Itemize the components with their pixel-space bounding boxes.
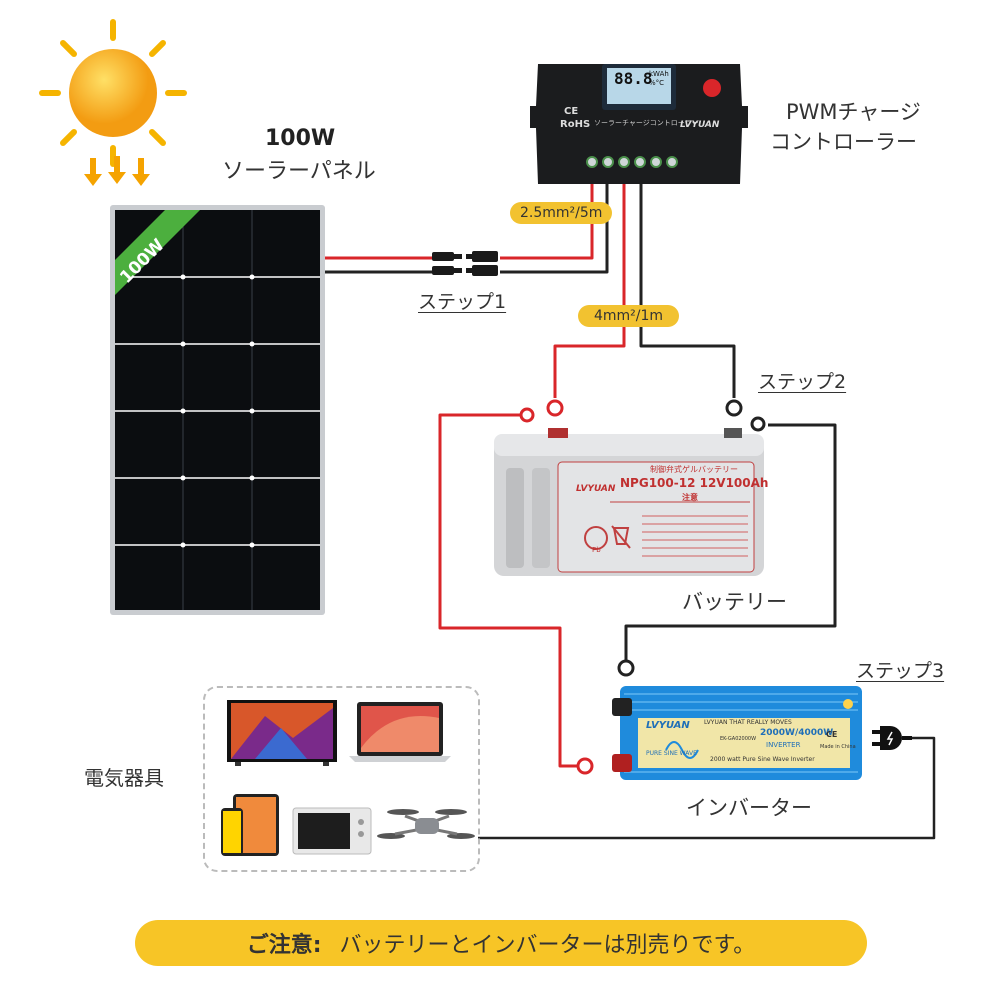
battery-red-wire: [553, 178, 626, 398]
appliances-label: 電気器具: [84, 766, 164, 790]
battery-model: NPG100-12 12V100Ah: [620, 476, 769, 490]
drone-icon: [377, 809, 475, 839]
sun-icon: [39, 19, 187, 186]
controller-label-line1: PWMチャージ: [786, 100, 921, 124]
note-title: ご注意:: [246, 933, 322, 958]
solar-panel-label: ソーラーパネル: [222, 159, 376, 184]
mc4-connectors: [432, 251, 498, 276]
battery-label: バッテリー: [682, 590, 787, 614]
inverter-red-wire: [438, 413, 578, 768]
laptop-icon: [349, 702, 451, 762]
inverter-made-in: Made in China: [820, 744, 856, 750]
battery-caution: 注意: [682, 493, 698, 502]
step-3-label: ステップ3: [856, 660, 945, 682]
inverter-black-wire: [624, 423, 837, 660]
controller-lcd-units: kWAh %°C: [649, 70, 669, 87]
battery-brand: LVYUAN: [576, 484, 616, 494]
controller-brand: LVYUAN: [680, 120, 720, 130]
panel-cable-spec: 2.5mm²/5m: [510, 202, 613, 224]
appliance-cable: [478, 736, 936, 840]
note-text: バッテリーとインバーターは別売りです。: [339, 933, 756, 958]
tv-icon: [227, 700, 337, 766]
battery-type-text: 制御弁式ゲルバッテリー: [650, 465, 738, 474]
solar-panel-power: 100W: [265, 126, 336, 151]
inverter-ce-mark: CE: [826, 730, 838, 739]
plug-icon: [872, 726, 912, 750]
ring-terminals: [519, 399, 766, 775]
inverter-bottom-text: 2000 watt Pure Sine Wave Inverter: [710, 756, 815, 763]
inverter-subtitle: INVERTER: [766, 741, 801, 749]
battery-cable-spec: 4mm²/1m: [578, 305, 680, 327]
controller-ce-mark: CE: [564, 106, 579, 117]
battery-pb-symbol: Pb: [592, 546, 601, 554]
microwave-icon: [292, 807, 372, 855]
controller-label-line2: コントローラー: [770, 130, 917, 154]
controller-face-text: ソーラーチャージコントローラー: [594, 119, 699, 127]
battery: LVYUAN 制御弁式ゲルバッテリー NPG100-12 12V100Ah 注意…: [492, 428, 769, 578]
inverter: LVYUAN LVYUAN THAT REALLY MOVES 2000W/40…: [612, 686, 862, 782]
controller-lcd-digits: 88.8: [614, 69, 653, 88]
inverter-model-code: EK-GA02000W: [720, 736, 757, 742]
appliances-group: [203, 686, 480, 872]
inverter-power: 2000W/4000W: [760, 728, 834, 738]
tablet-phone-icon: [221, 794, 279, 856]
controller-rohs-mark: RoHS: [560, 119, 591, 130]
charge-controller: 88.8 kWAh %°C CE RoHS ソーラーチャージコントローラー LV…: [530, 56, 748, 184]
inverter-wave-label: PURE SINE WAVE: [646, 750, 697, 757]
inverter-label: インバーター: [686, 796, 812, 820]
battery-black-wire: [639, 178, 736, 398]
step-1-label: ステップ1: [418, 291, 507, 313]
solar-panel: 100W: [110, 205, 325, 615]
inverter-tagline: LVYUAN THAT REALLY MOVES: [704, 719, 792, 726]
step-2-label: ステップ2: [758, 371, 847, 393]
inverter-brand: LVYUAN: [646, 720, 690, 731]
note-banner: ご注意: バッテリーとインバーターは別売りです。: [135, 920, 867, 966]
